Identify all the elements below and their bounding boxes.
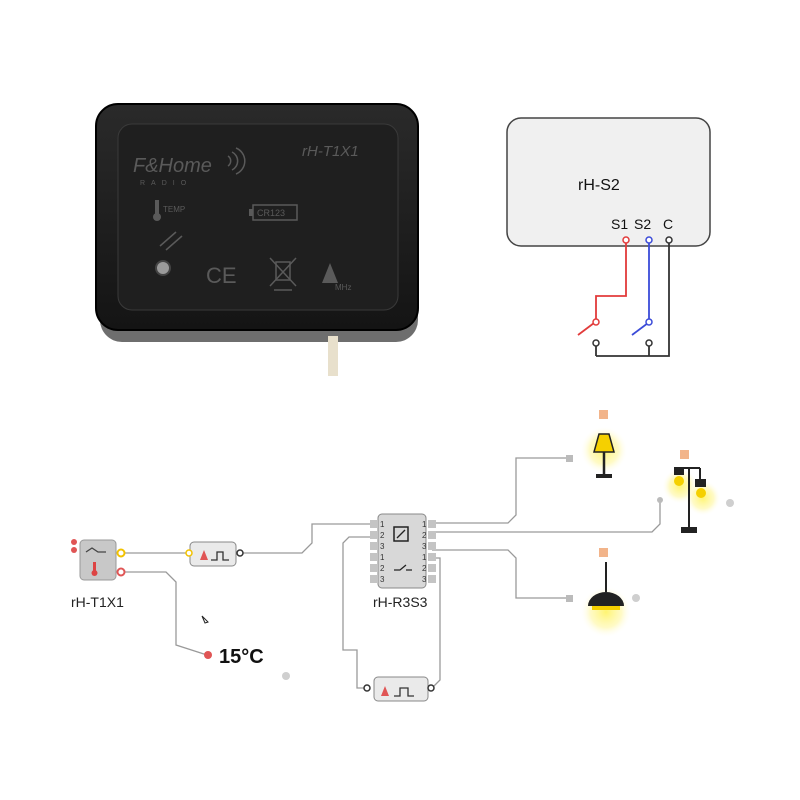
terminal-c-label: C (663, 216, 673, 232)
terminal-s1-label: S1 (611, 216, 628, 232)
light-sensor-icon (159, 231, 183, 251)
pendant-lamp-icon (588, 592, 624, 606)
relay-pin-right-4 (428, 553, 436, 561)
load-input-pin (566, 455, 573, 462)
frequency-label: MHz (335, 283, 351, 292)
load-input-pin (566, 595, 573, 602)
sensor-thermo-icon (91, 562, 98, 576)
load-tag (599, 410, 608, 419)
frequency-icon: MHz (322, 263, 351, 292)
sensor-node[interactable] (71, 539, 126, 581)
battery-icon (249, 204, 298, 221)
relay-pin-right-2 (428, 531, 436, 539)
sensor-temp-pin (116, 567, 126, 577)
pointer-cursor-icon (201, 615, 209, 624)
pulse-icon (394, 687, 414, 697)
load-input-pin (657, 497, 663, 503)
pendant-lamp-load[interactable] (566, 548, 640, 638)
relay-pin-right-5 (428, 564, 436, 572)
relay-pin-left-label: 2 (380, 531, 385, 540)
terminal-s2-label: S2 (634, 216, 651, 232)
device-model: rH-T1X1 (302, 143, 359, 160)
device-brand-sub: RADIO (140, 180, 192, 187)
terminal-s2 (645, 236, 653, 244)
relay-pin-right-label: 2 (422, 564, 427, 573)
sensor-hand-icon (85, 547, 106, 553)
thermometer-icon (153, 200, 161, 221)
relay-pin-left-label: 1 (380, 553, 385, 562)
wire-s1 (595, 240, 627, 320)
relay-pin-left-1 (370, 520, 378, 528)
relay-pin-left-4 (370, 553, 378, 561)
relay-pin-right-label: 2 (422, 531, 427, 540)
ce-mark: CE (206, 263, 237, 288)
relay-pins-left: 1 2 3 1 2 3 (370, 520, 385, 584)
relay-block[interactable] (377, 513, 427, 589)
terminal-c (665, 236, 673, 244)
relay-pin-right-label: 3 (422, 542, 427, 551)
twilight-block[interactable] (185, 541, 244, 567)
sensor-device: F&Home RADIO rH-T1X1 TEMP CR123 CE (95, 103, 419, 376)
led-indicator (155, 260, 171, 276)
relay-pin-left-3 (370, 542, 378, 550)
relay-pin-right-label: 1 (422, 553, 427, 562)
load-tag (680, 450, 689, 459)
threshold-block[interactable] (363, 676, 435, 702)
street-lamp-load[interactable] (657, 450, 734, 533)
terminal-s1 (622, 236, 630, 244)
status-dot (726, 499, 734, 507)
relay-pin-right-6 (428, 575, 436, 583)
pulse-icon (211, 551, 229, 561)
connection-lines (121, 457, 661, 689)
relay-pins-right: 1 2 3 1 2 3 (422, 520, 436, 584)
temperature-readout: 15°C (219, 646, 264, 668)
status-dot (632, 594, 640, 602)
switch-module-title: rH-S2 (578, 177, 620, 194)
temperature-pin (204, 651, 212, 659)
status-dot (282, 672, 290, 680)
sensor-pin-1 (71, 539, 77, 545)
street-lamp-icon (674, 467, 706, 533)
relay-pin-left-label: 1 (380, 520, 385, 529)
sensor-label: rH-T1X1 (71, 594, 124, 610)
device-brand: F&Home (133, 155, 212, 177)
wire-c (596, 240, 670, 357)
switch-module: rH-S2 S1 S2 C (506, 117, 711, 357)
relay-contact-icon (394, 564, 412, 571)
relay-pin-left-label: 3 (380, 542, 385, 551)
weee-bin-icon (269, 257, 297, 291)
relay-label: rH-R3S3 (373, 594, 428, 610)
relay-pin-left-5 (370, 564, 378, 572)
relay-pin-left-label: 3 (380, 575, 385, 584)
relay-pin-left-label: 2 (380, 564, 385, 573)
sensor-pin-2 (71, 547, 77, 553)
floor-lamp-icon (593, 433, 615, 453)
relay-pin-left-6 (370, 575, 378, 583)
flame-icon (200, 550, 208, 560)
antenna-wire (328, 336, 338, 376)
floor-lamp-load[interactable] (566, 410, 628, 478)
battery-label: CR123 (257, 208, 285, 218)
load-tag (599, 548, 608, 557)
relay-pin-right-label: 1 (422, 520, 427, 529)
radio-waves-icon (227, 147, 246, 175)
relay-pin-right-3 (428, 542, 436, 550)
flame-icon (381, 686, 389, 696)
relay-coil-icon (393, 526, 409, 542)
sensor-output-pin (116, 548, 126, 558)
relay-pin-right-1 (428, 520, 436, 528)
relay-pin-right-label: 3 (422, 575, 427, 584)
relay-pin-left-2 (370, 531, 378, 539)
temp-label: TEMP (163, 205, 185, 214)
